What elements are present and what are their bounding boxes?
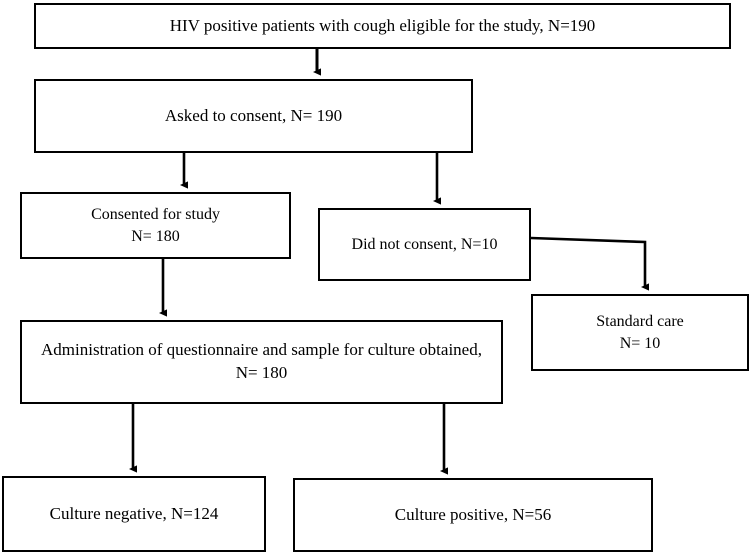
node-culture-negative-label: Culture negative, N=124 — [49, 503, 219, 523]
node-consented-for-study: Consented for study N= 180 — [20, 192, 291, 259]
node-did-not-consent-label: Did not consent, N=10 — [351, 235, 498, 253]
node-asked-to-consent: Asked to consent, N= 190 — [34, 79, 473, 153]
node-culture-positive: Culture positive, N=56 — [293, 478, 653, 552]
node-culture-negative: Culture negative, N=124 — [2, 476, 266, 552]
node-consented-for-study-label: Consented for study N= 180 — [91, 205, 220, 245]
node-eligible-patients: HIV positive patients with cough eligibl… — [34, 3, 731, 49]
connector-notconsent-to-standard — [530, 236, 650, 291]
node-standard-care: Standard care N= 10 — [531, 294, 749, 371]
node-asked-to-consent-label: Asked to consent, N= 190 — [164, 105, 343, 125]
node-eligible-patients-label: HIV positive patients with cough eligibl… — [169, 15, 596, 35]
node-administration-questionnaire-label: Administration of questionnaire and samp… — [41, 340, 482, 382]
node-did-not-consent: Did not consent, N=10 — [318, 208, 531, 281]
node-standard-care-label: Standard care N= 10 — [596, 312, 684, 352]
node-administration-questionnaire: Administration of questionnaire and samp… — [20, 320, 503, 404]
node-culture-positive-label: Culture positive, N=56 — [394, 504, 552, 524]
